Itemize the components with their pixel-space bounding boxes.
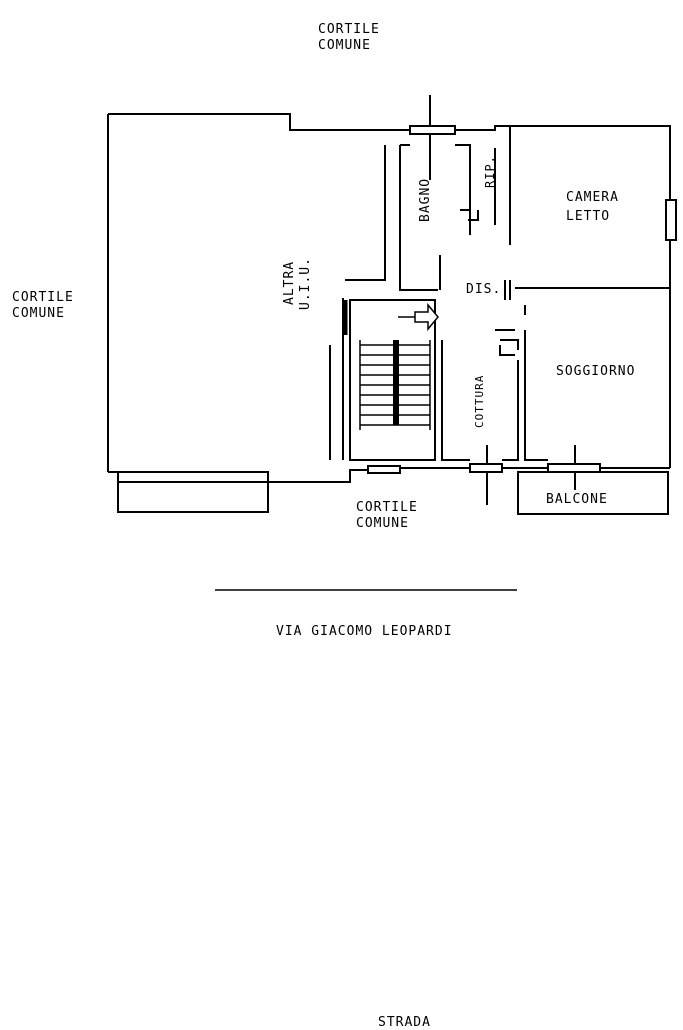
soggiorno-wall-west <box>524 330 548 461</box>
cortile-bottom-label-2: COMUNE <box>356 516 409 531</box>
annex-box <box>117 471 269 513</box>
cortile-top-label-1: CORTILE <box>318 22 380 37</box>
bagno-wall-west <box>399 145 438 291</box>
bagno-label: BAGNO <box>418 177 433 222</box>
soggiorno-label: SOGGIORNO <box>556 364 636 379</box>
cottura-wall-east <box>502 360 519 461</box>
rip-wall-lower <box>468 210 479 221</box>
dis-label: DIS. <box>466 282 502 297</box>
balcone-label: BALCONE <box>546 492 608 507</box>
cortile-top-label-2: COMUNE <box>318 38 371 53</box>
entrance-arrow-icon <box>414 302 439 332</box>
outer-wall-south-left <box>108 469 368 483</box>
cortile-bottom-label-1: CORTILE <box>356 500 418 515</box>
camera-label-2: LETTO <box>566 209 611 224</box>
cortile-left-label-1: CORTILE <box>12 290 74 305</box>
altra-wall <box>345 145 386 281</box>
cortile-left-label-2: COMUNE <box>12 306 65 321</box>
outer-wall-north-left <box>108 113 410 131</box>
cottura-label: COTTURA <box>473 374 486 428</box>
camera-wall <box>510 125 671 200</box>
camera-label-1: CAMERA <box>566 190 619 205</box>
street-label: VIA GIACOMO LEOPARDI <box>276 624 453 639</box>
rip-label: RIP. <box>483 155 497 188</box>
outer-wall-north-right <box>455 125 510 131</box>
cottura-wall-west <box>441 340 470 461</box>
bagno-wall-top-right <box>455 144 471 235</box>
altra-label-1: ALTRA <box>282 260 297 305</box>
altra-label-2: U.I.U. <box>298 257 313 310</box>
cottura-wall-top <box>500 339 519 350</box>
stair-well <box>349 299 436 461</box>
